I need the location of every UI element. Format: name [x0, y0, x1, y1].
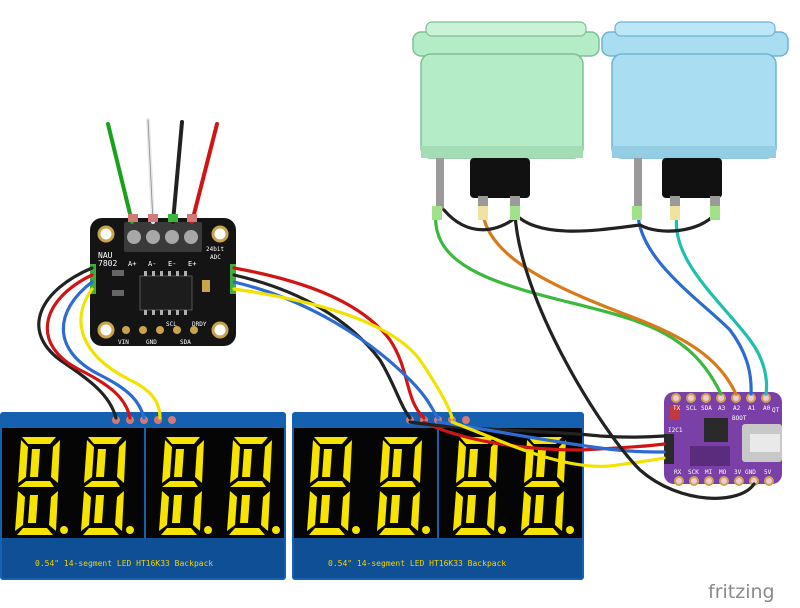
qtpy-pin-mi: MI [705, 469, 713, 476]
segment-glyph-left-3 [159, 437, 212, 535]
pin-label-scl: SCL [166, 321, 177, 328]
brand-text: fritzing [708, 581, 775, 603]
qtpy-pin-rx: RX [674, 469, 682, 476]
qtpy-pin-tx: TX [673, 405, 681, 412]
qtpy-pin-3v: 3V [734, 469, 742, 476]
pin-label-vin: VIN [118, 339, 129, 346]
wires [37, 208, 769, 500]
adc-title-line1: NAU [98, 251, 113, 260]
qtpy-board: A0 A1 A2 A3 SDA SCL TX RX SCK MI MO 3V G… [664, 392, 790, 486]
segment-glyph-left-2 [81, 437, 134, 535]
qtpy-pin-a1: A1 [748, 405, 756, 412]
qtpy-label-i2c1: I2C1 [668, 427, 683, 434]
qtpy-pin-sda: SDA [701, 405, 712, 412]
segment-glyph-right-3 [453, 437, 506, 535]
qtpy-pin-sck: SCK [688, 469, 699, 476]
adc-subtitle-line2: ADC [210, 254, 221, 261]
nau7802-adc-board: NAU 7802 24bit ADC A+ A- E- E+ VIN GND S… [90, 218, 236, 346]
fritzing-logo: fritzing [708, 581, 775, 603]
load-cell-wires [106, 118, 219, 224]
segment-glyph-left-4 [227, 437, 280, 535]
qtpy-pin-gnd: GND [745, 469, 756, 476]
display-header-pins-left [112, 416, 176, 424]
display-caption-right: 0.54" 14-segment LED HT16K33 Backpack [328, 559, 506, 568]
qtpy-pin-mo: MO [719, 469, 727, 476]
led-display-right: 0.54" 14-segment LED HT16K33 Backpack [292, 412, 584, 580]
terminal-label-e-minus: E- [168, 260, 176, 268]
segment-glyph-left-1 [15, 437, 68, 535]
qtpy-label-boot: BOOT [732, 415, 747, 422]
led-display-left: 0.54" 14-segment LED HT16K33 Backpack [0, 412, 286, 580]
qtpy-pin-5v: 5V [764, 469, 772, 476]
pin-label-drdy: DRDY [192, 321, 207, 328]
display-caption-left: 0.54" 14-segment LED HT16K33 Backpack [35, 559, 213, 568]
terminal-label-e-plus: E+ [188, 260, 196, 268]
terminal-label-a-minus: A- [148, 260, 156, 268]
adc-subtitle-line1: 24bit [206, 246, 224, 253]
adc-title-line2: 7802 [98, 259, 117, 268]
qtpy-pin-a2: A2 [733, 405, 741, 412]
qtpy-pin-a3: A3 [718, 405, 726, 412]
button-terminal-pads [432, 206, 720, 220]
qtpy-pin-a0: A0 [763, 405, 771, 412]
qtpy-label-brand: QT PY [772, 407, 790, 414]
segment-glyph-right-1 [307, 437, 360, 535]
pin-label-sda: SDA [180, 339, 191, 346]
qtpy-pin-scl: SCL [686, 405, 697, 412]
arcade-button-green [412, 21, 600, 214]
terminal-label-a-plus: A+ [128, 260, 136, 268]
arcade-button-blue [601, 21, 789, 214]
segment-glyph-right-2 [377, 437, 430, 535]
pin-label-gnd: GND [146, 339, 157, 346]
